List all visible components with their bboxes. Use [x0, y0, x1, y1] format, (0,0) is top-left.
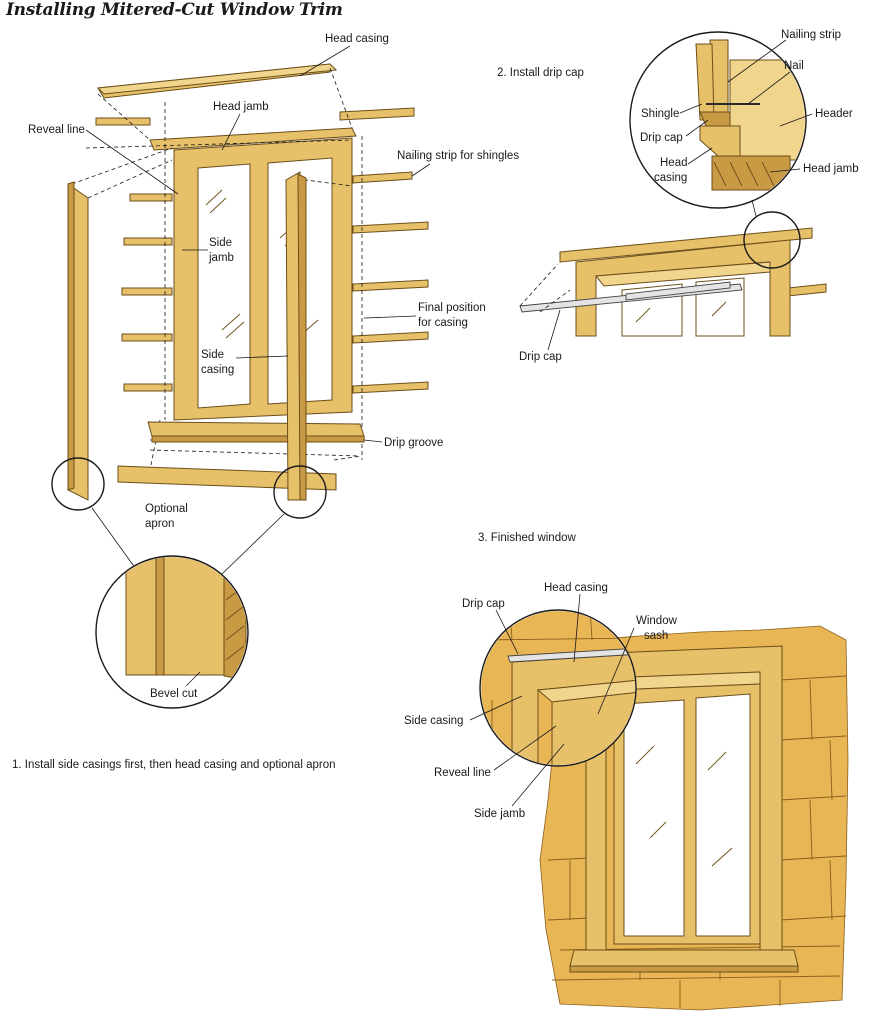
label-head-casing: Head casing: [325, 33, 389, 45]
label-nailing-strip: Nailing strip for shingles: [397, 150, 519, 162]
label-head-jamb: Head jamb: [213, 101, 269, 113]
label-side-jamb-line1: Side: [209, 237, 232, 249]
label-step2-caption: 2. Install drip cap: [497, 67, 584, 79]
window-with-drip-cap: [519, 199, 827, 337]
step2-drip-cap-view: 2. Install drip cap Nailing strip Nail S…: [497, 29, 859, 363]
window-frame: [173, 137, 353, 421]
label-drip-groove: Drip groove: [384, 437, 443, 449]
label-side-casing-line1: Side: [201, 349, 224, 361]
label-nailing-strip-detail: Nailing strip: [781, 29, 841, 41]
label-window-sash-line2: sash: [644, 630, 668, 642]
label-final-position-line1: Final position: [418, 302, 486, 314]
page-title: Installing Mitered-Cut Window Trim: [6, 0, 343, 20]
step3-finished-window: 3. Finished window: [404, 532, 849, 1011]
label-drip-cap-finished: Drip cap: [462, 598, 505, 610]
label-reveal-line-finished: Reveal line: [434, 767, 491, 779]
finished-detail: [479, 609, 637, 767]
label-nail: Nail: [784, 60, 804, 72]
label-header: Header: [815, 108, 853, 120]
label-head-casing-finished: Head casing: [544, 582, 608, 594]
label-side-jamb-finished: Side jamb: [474, 808, 525, 820]
bevel-cut-detail: [95, 555, 249, 709]
label-final-position-line2: for casing: [418, 317, 468, 329]
label-reveal-line: Reveal line: [28, 124, 85, 136]
nailing-strips-left: [121, 193, 173, 392]
apron-piece: [117, 465, 337, 491]
label-drip-cap: Drip cap: [519, 351, 562, 363]
label-head-jamb-detail: Head jamb: [803, 163, 859, 175]
label-window-sash-line1: Window: [636, 615, 678, 627]
label-side-casing-finished: Side casing: [404, 715, 463, 727]
step1-exploded-view: Head casing Head jamb Reveal line Nailin…: [28, 33, 519, 709]
label-head-casing-line1: Head: [660, 157, 688, 169]
drip-cap-detail: [629, 31, 807, 209]
sill: [147, 421, 365, 437]
label-optional-apron-line1: Optional: [145, 503, 188, 515]
label-head-casing-line2: casing: [654, 172, 687, 184]
label-shingle: Shingle: [641, 108, 679, 120]
label-drip-cap-detail: Drip cap: [640, 132, 683, 144]
nailing-strips-right: [95, 107, 429, 394]
label-step1-caption: 1. Install side casings first, then head…: [12, 759, 335, 771]
label-side-casing-line2: casing: [201, 364, 234, 376]
label-optional-apron-line2: apron: [145, 518, 174, 530]
label-bevel-cut: Bevel cut: [150, 688, 198, 700]
label-side-jamb-line2: jamb: [208, 252, 234, 264]
label-step3-caption: 3. Finished window: [478, 532, 576, 544]
